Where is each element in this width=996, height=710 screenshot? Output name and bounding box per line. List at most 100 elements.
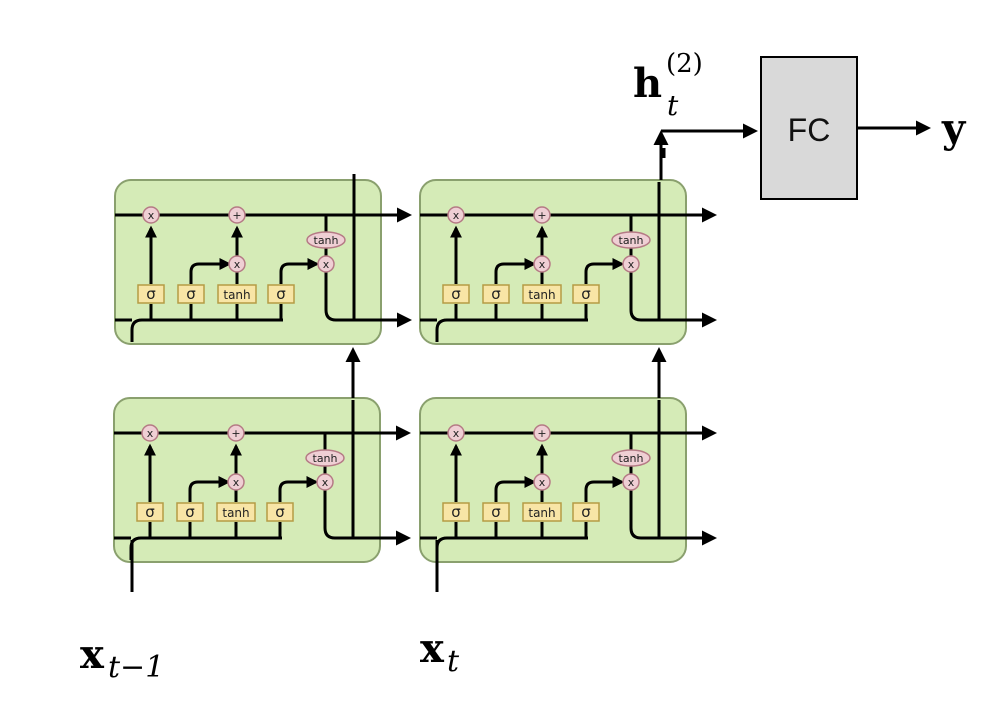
lstm-cells: σ σ tanh σ x + x x tanh σ σ tanh σ x + x x tanh σ σ tanh σ x + x… <box>113 174 717 563</box>
input-merge-line <box>435 318 588 342</box>
hidden-state-superscript: (2) <box>666 49 703 79</box>
output-multiply-op-label: x <box>323 258 330 271</box>
add-op <box>227 424 245 442</box>
forget-gate-box <box>442 502 470 522</box>
add-op <box>533 206 551 224</box>
candidate-gate-box <box>216 502 256 522</box>
cell-tanh-label: tanh <box>619 452 644 465</box>
forget-gate-box <box>136 502 164 522</box>
forget-multiply-op <box>447 424 465 442</box>
output-gate-box <box>572 284 600 304</box>
cell-tanh-oval <box>306 231 346 249</box>
cell-tanh-label: tanh <box>313 452 338 465</box>
output-gate-arrow <box>278 476 319 502</box>
hidden-out-arrow <box>323 490 411 546</box>
output-gate-label: σ <box>581 285 591 303</box>
forget-multiply-op <box>142 206 160 224</box>
cell-tanh-label: tanh <box>619 234 644 247</box>
input-label-prev: x t−1 <box>80 631 164 685</box>
output-multiply-op <box>317 255 335 273</box>
input-multiply-op <box>227 473 245 491</box>
input-multiply-op-label: x <box>234 258 241 271</box>
input-gate-box <box>176 502 204 522</box>
output-gate-arrow <box>584 258 625 284</box>
hidden-state-subscript: t <box>667 89 679 122</box>
hidden-state-label: h t (2) <box>633 49 703 122</box>
add-op <box>533 424 551 442</box>
forget-multiply-op-label: x <box>453 209 460 222</box>
hidden-state-base: h <box>633 60 662 107</box>
input-gate-box <box>482 284 510 304</box>
output-gate-arrow <box>584 476 625 502</box>
forget-gate-label: σ <box>451 285 461 303</box>
add-op-label: + <box>232 209 241 222</box>
output-multiply-op-label: x <box>628 476 635 489</box>
output-gate-box <box>572 502 600 522</box>
cell-tanh-label: tanh <box>314 234 339 247</box>
input-gate-arrow <box>494 258 537 284</box>
input-cur-subscript: t <box>447 644 460 679</box>
input-multiply-op-label: x <box>233 476 240 489</box>
candidate-gate-label: tanh <box>528 288 555 302</box>
hidden-out-arrow <box>629 490 717 546</box>
input-gate-box <box>177 284 205 304</box>
add-op <box>228 206 246 224</box>
input-gate-label: σ <box>186 285 196 303</box>
candidate-gate-label: tanh <box>223 288 250 302</box>
lstm-cell-bottom-left: σ σ tanh σ x + x x tanh <box>113 397 411 563</box>
output-gate-box <box>266 502 294 522</box>
input-cur-base: x <box>420 625 445 672</box>
forget-multiply-op <box>141 424 159 442</box>
forget-multiply-op <box>447 206 465 224</box>
input-multiply-op-label: x <box>539 476 546 489</box>
output-gate-label: σ <box>581 503 591 521</box>
add-op-label: + <box>537 209 546 222</box>
input-gate-arrow <box>189 258 232 284</box>
output-gate-label: σ <box>275 503 285 521</box>
fc-box <box>760 56 858 200</box>
output-gate-box <box>267 284 295 304</box>
candidate-gate-box <box>522 284 562 304</box>
candidate-gate-box <box>217 284 257 304</box>
input-multiply-op-label: x <box>539 258 546 271</box>
output-gate-arrow <box>279 258 320 284</box>
add-op-label: + <box>231 427 240 440</box>
forget-gate-box <box>137 284 165 304</box>
hidden-out-arrow <box>324 272 412 328</box>
output-y-label: y <box>941 105 967 152</box>
input-gate-label: σ <box>185 503 195 521</box>
forget-multiply-op-label: x <box>148 209 155 222</box>
forget-multiply-op-label: x <box>453 427 460 440</box>
input-multiply-op <box>228 255 246 273</box>
input-multiply-op <box>533 473 551 491</box>
forget-gate-label: σ <box>145 503 155 521</box>
cell-tanh-oval <box>305 449 345 467</box>
add-op-label: + <box>537 427 546 440</box>
cell-tanh-oval <box>611 449 651 467</box>
input-gate-box <box>482 502 510 522</box>
forget-multiply-op-label: x <box>147 427 154 440</box>
candidate-gate-label: tanh <box>528 506 555 520</box>
input-gate-label: σ <box>491 503 501 521</box>
input-label-cur: x t <box>420 625 460 679</box>
output-multiply-op-label: x <box>322 476 329 489</box>
hidden-out-arrow <box>629 272 717 328</box>
input-multiply-op <box>533 255 551 273</box>
candidate-gate-box <box>522 502 562 522</box>
output-multiply-op <box>316 473 334 491</box>
connections <box>130 120 931 592</box>
input-prev-subscript: t−1 <box>108 650 164 685</box>
candidate-gate-label: tanh <box>222 506 249 520</box>
output-multiply-op-label: x <box>628 258 635 271</box>
input-prev-base: x <box>80 631 105 678</box>
fc-label: FC <box>788 112 831 148</box>
cell-tanh-oval <box>611 231 651 249</box>
output-multiply-op <box>622 255 640 273</box>
forget-gate-label: σ <box>146 285 156 303</box>
output-gate-label: σ <box>276 285 286 303</box>
input-gate-arrow <box>494 476 537 502</box>
lstm-cell-top-left: σ σ tanh σ x + x x tanh <box>114 174 412 345</box>
